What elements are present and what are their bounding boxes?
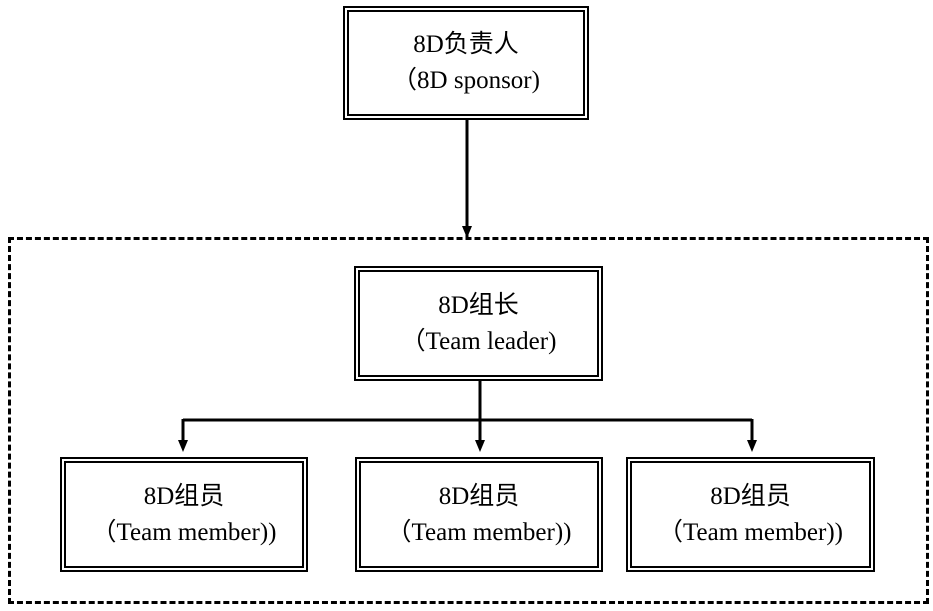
leader-box: 8D组长 （Team leader) [354, 266, 603, 381]
sponsor-box: 8D负责人 （8D sponsor) [343, 6, 589, 120]
sponsor-title: 8D负责人 [413, 31, 519, 58]
member-3-arrowhead [747, 440, 757, 452]
member-3-title: 8D组员 [710, 482, 791, 510]
leader-title: 8D组长 [438, 291, 519, 319]
member-2-subtitle: （Team member)) [386, 518, 572, 546]
leader-subtitle: （Team leader) [400, 327, 557, 355]
member-1-arrowhead [178, 440, 188, 452]
sponsor-subtitle: （8D sponsor) [392, 67, 540, 94]
member-2-arrowhead [475, 440, 485, 452]
sponsor-to-team-arrowhead [462, 226, 472, 238]
member-1-subtitle: （Team member)) [91, 518, 277, 546]
member-box-2: 8D组员 （Team member)) [355, 457, 603, 572]
member-box-3: 8D组员 （Team member)) [626, 457, 875, 572]
team-group-frame [8, 237, 929, 604]
member-3-subtitle: （Team member)) [658, 518, 843, 546]
member-1-title: 8D组员 [143, 482, 225, 510]
member-2-title: 8D组员 [438, 482, 520, 510]
member-box-1: 8D组员 （Team member)) [60, 457, 308, 572]
